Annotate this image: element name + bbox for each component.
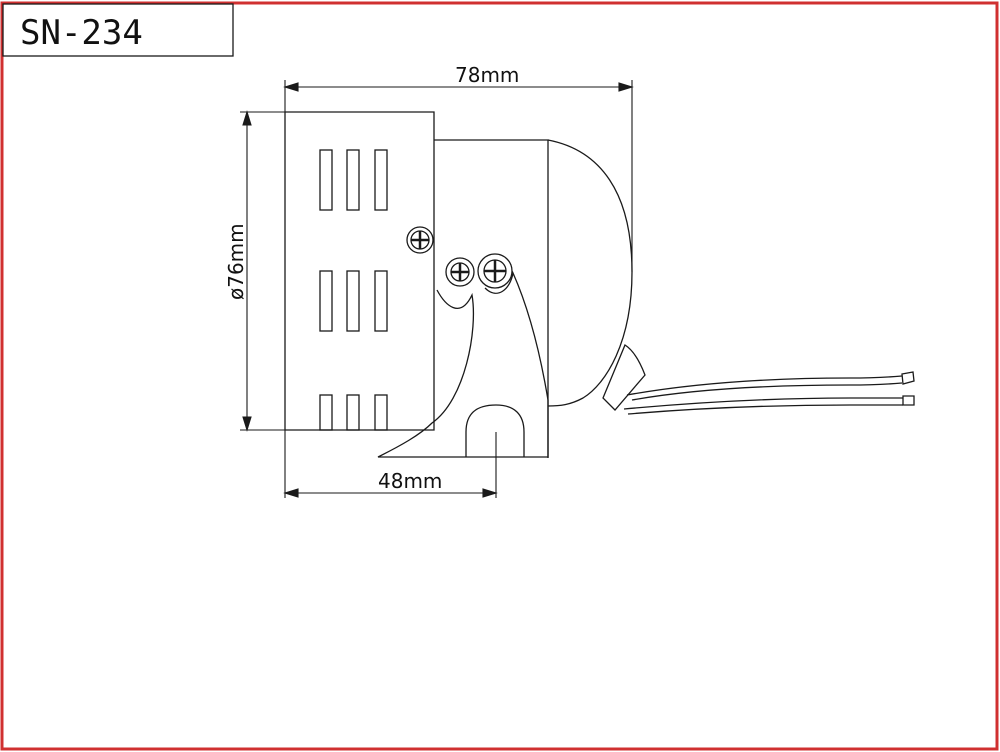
mounting-bracket (377, 270, 549, 458)
wire-bottom-2 (627, 404, 903, 415)
vented-housing (284, 111, 435, 431)
dimension-lines (240, 80, 634, 498)
screw-icon (406, 226, 434, 254)
title-box: SN-234 (2, 3, 234, 57)
rear-dome (547, 139, 633, 407)
siren-side-view (284, 111, 915, 458)
model-number: SN-234 (20, 13, 143, 53)
diameter-label: ø76mm (224, 223, 248, 300)
screw-icon (477, 253, 513, 289)
middle-body (434, 139, 549, 458)
wire-grommet (602, 344, 646, 411)
wire-tip-top (901, 371, 915, 385)
screw-icon (445, 257, 475, 287)
mount-offset-label: 48mm (378, 469, 442, 493)
wire-bottom (623, 397, 903, 410)
wire-top (626, 375, 903, 396)
bracket-slot (465, 404, 525, 457)
overall-length-label: 78mm (455, 63, 519, 87)
wire-top-2 (631, 382, 903, 401)
wire-tip-bottom (902, 395, 915, 406)
vent-slots-middle (319, 270, 388, 332)
vent-slots-bottom (319, 394, 388, 431)
vent-slots-top (319, 149, 388, 211)
